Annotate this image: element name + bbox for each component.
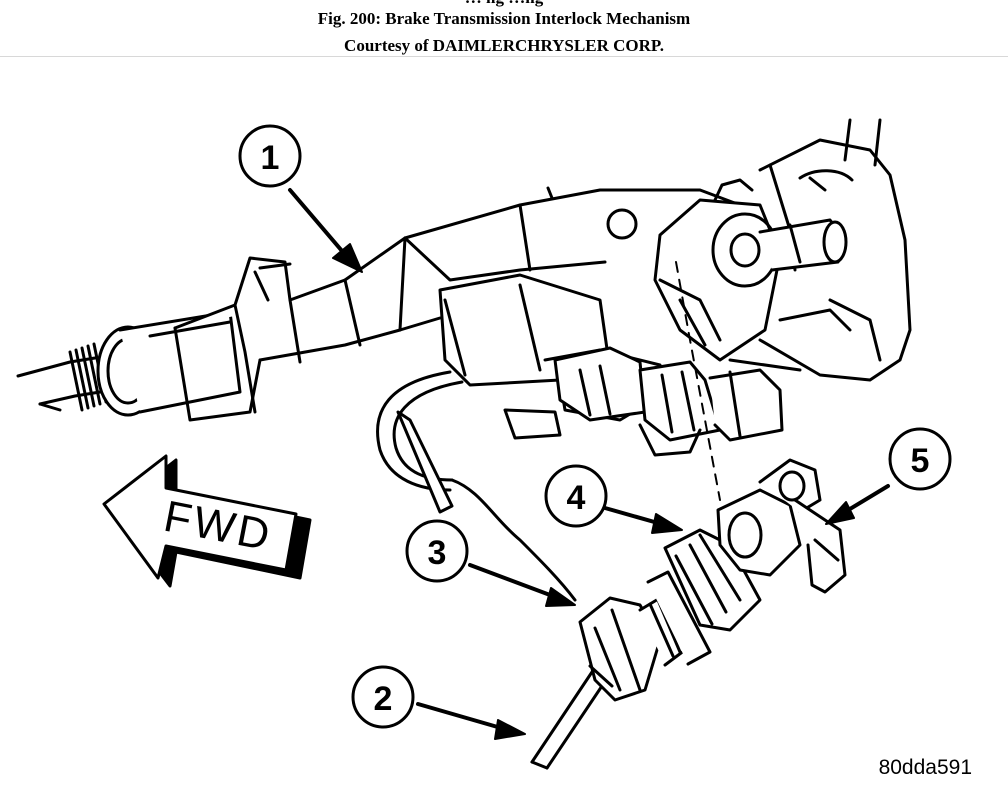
ignition-housing: [653, 118, 912, 382]
column-housing: [173, 186, 762, 422]
assembly-guide-line: [675, 261, 721, 501]
callout-4-number: 4: [567, 479, 586, 517]
forward-direction-arrow: FWD: [102, 454, 312, 588]
interlock-diagram: FWD 1 2 3 4 5: [16, 118, 952, 770]
callout-3-number: 3: [428, 534, 447, 572]
callout-4: 4: [544, 464, 608, 528]
figure-title: Fig. 200: Brake Transmission Interlock M…: [317, 9, 691, 28]
housing-connectors: [553, 346, 784, 457]
header-divider: [0, 56, 1008, 57]
callout-1: 1: [238, 124, 302, 188]
callout-3: 3: [405, 519, 469, 583]
figure-code: 80dda591: [878, 756, 972, 779]
cable-connector-assembly: [530, 458, 847, 770]
callout-2-number: 2: [374, 680, 393, 718]
steering-shaft: [16, 310, 242, 417]
callout-5-number: 5: [911, 442, 930, 480]
callout-leaders: [288, 188, 890, 740]
callout-5: 5: [888, 427, 952, 491]
callout-1-number: 1: [261, 139, 280, 177]
callout-2: 2: [351, 665, 415, 729]
figure-credit: Courtesy of DAIMLERCHRYSLER CORP.: [344, 36, 664, 55]
partial-caption-line: … ng …ng: [0, 0, 1008, 8]
interlock-cable-routing: [376, 370, 577, 602]
